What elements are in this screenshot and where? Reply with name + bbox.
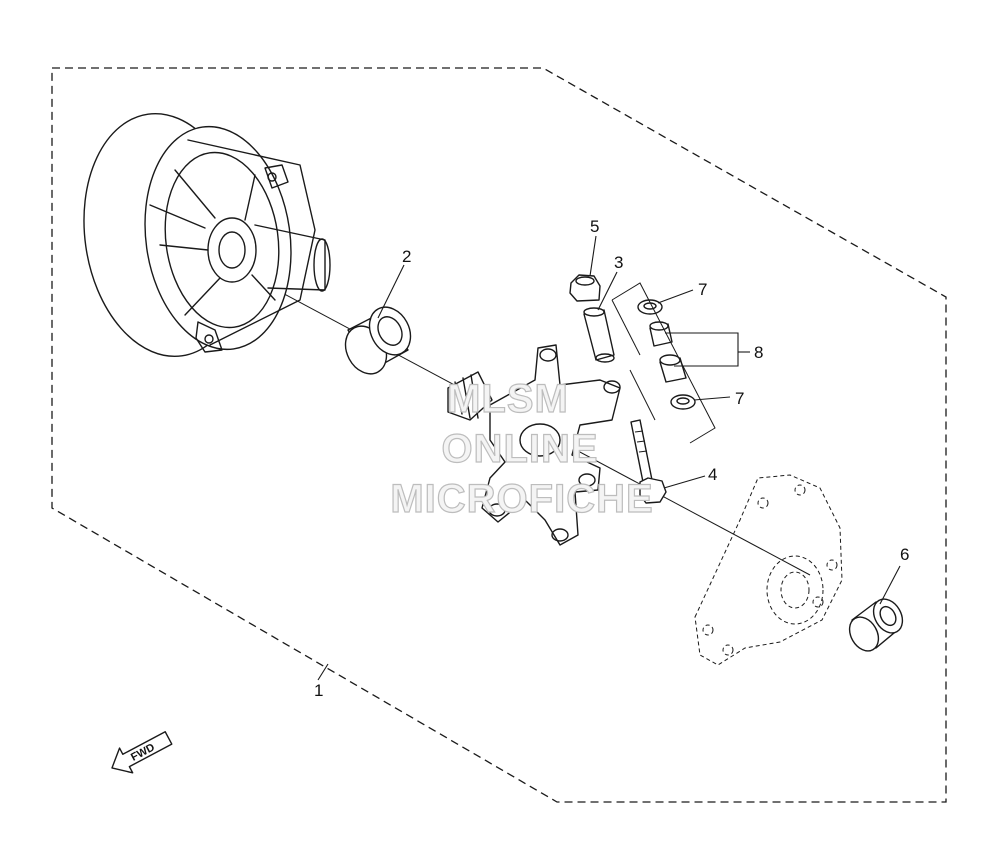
- callout-5: 5: [590, 217, 599, 236]
- washer-part-7-upper[interactable]: [637, 299, 663, 315]
- leader-lines: [317, 235, 901, 681]
- callout-8: 8: [754, 343, 763, 362]
- fwd-label: FWD: [129, 741, 157, 763]
- callout-6: 6: [900, 545, 909, 564]
- nut-part-5[interactable]: [569, 274, 601, 302]
- bushing-part-8-lower[interactable]: [659, 354, 687, 383]
- bolt-part-4[interactable]: [630, 419, 667, 504]
- assembly-boundary-outline: [51, 67, 947, 803]
- cover-plate-part[interactable]: [694, 474, 843, 666]
- callout-4: 4: [708, 465, 717, 484]
- watermark: MLSM ONLINE MICROFICHE: [390, 376, 654, 521]
- fwd-arrow-icon: FWD: [111, 731, 173, 774]
- subassembly-bracket-inner-2: [629, 369, 656, 421]
- callout-7-upper: 7: [698, 280, 707, 299]
- callout-3: 3: [614, 253, 623, 272]
- subassembly-bracket-inner: [611, 299, 641, 356]
- callout-1: 1: [314, 681, 323, 700]
- bushing-part-6[interactable]: [844, 594, 909, 656]
- watermark-line-1: MLSM: [447, 377, 569, 421]
- spider-assembly-part[interactable]: [447, 344, 621, 546]
- watermark-line-2: ONLINE: [441, 427, 598, 471]
- callout-2: 2: [402, 247, 411, 266]
- clutch-housing-part[interactable]: [69, 103, 331, 367]
- watermark-line-3: MICROFICHE: [390, 477, 653, 521]
- washer-part-7-lower[interactable]: [670, 394, 696, 410]
- subassembly-bracket: [611, 282, 716, 444]
- callout-7-lower: 7: [735, 389, 744, 408]
- bearing-part-2[interactable]: [337, 300, 418, 381]
- bushing-part-8-upper[interactable]: [649, 321, 673, 347]
- collar-part-3[interactable]: [583, 307, 615, 363]
